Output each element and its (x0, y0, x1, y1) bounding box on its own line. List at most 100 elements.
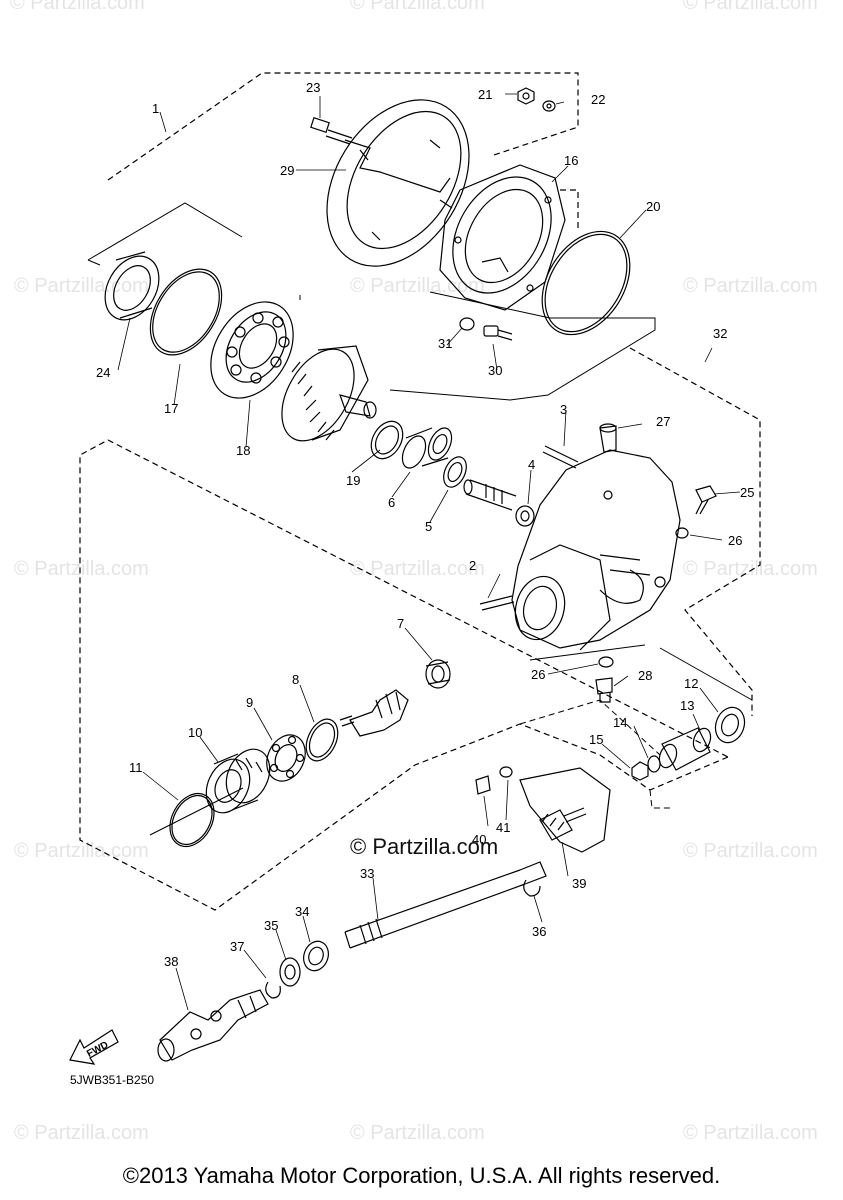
part-label: 15 (589, 732, 603, 747)
watermark: © Partzilla.com (350, 558, 485, 580)
watermark: © Partzilla.com (350, 1122, 485, 1144)
pinion-gear-part (339, 689, 409, 737)
watermark: © Partzilla.com (14, 840, 149, 862)
needle-bearing-part (401, 427, 453, 469)
washer-part (647, 755, 661, 773)
o-ring-part (171, 794, 213, 846)
part-label: 22 (591, 92, 605, 107)
part-label: 16 (564, 153, 578, 168)
part-label: 1 (152, 101, 159, 116)
watermark: © Partzilla.com (683, 0, 818, 14)
watermark: © Partzilla.com (683, 275, 818, 297)
shim-part (370, 420, 404, 460)
collar-part (515, 505, 535, 527)
part-label: 6 (388, 495, 395, 510)
forward-arrow-icon: FWD (69, 1029, 119, 1065)
part-label: 26 (531, 667, 545, 682)
watermark: © Partzilla.com (10, 0, 145, 14)
subassembly-outline (149, 644, 753, 836)
part-label: 30 (488, 363, 502, 378)
watermark: © Partzilla.com (14, 558, 149, 580)
part-label: 13 (680, 698, 694, 713)
stud-bolt-part (479, 595, 515, 611)
nut-part (517, 87, 535, 105)
part-label: 12 (684, 676, 698, 691)
part-label: 18 (236, 443, 250, 458)
part-label: 3 (560, 402, 567, 417)
shim-part (374, 425, 400, 455)
washer-part (284, 964, 296, 980)
watermark: © Partzilla.com (683, 840, 818, 862)
part-label: 11 (129, 760, 143, 775)
watermark: © Partzilla.com (683, 1122, 818, 1144)
part-label: 5 (425, 519, 432, 534)
housing-plate-part (439, 164, 566, 311)
part-label: 23 (306, 80, 320, 95)
part-label: 36 (532, 924, 546, 939)
retainer-part (205, 748, 271, 814)
oil-seal-part (714, 706, 746, 744)
part-label: 4 (528, 457, 535, 472)
watermark: © Partzilla.com (14, 275, 149, 297)
watermark: © Partzilla.com (14, 1122, 149, 1144)
oil-seal-part (104, 251, 160, 321)
washer-part (598, 656, 614, 668)
o-ring-part (541, 230, 631, 336)
watermark: © Partzilla.com (350, 275, 485, 297)
bolt-part (310, 117, 353, 145)
bearing-part (425, 659, 451, 689)
o-ring-part (169, 792, 215, 848)
part-label: 9 (246, 695, 253, 710)
part-label: 35 (264, 918, 278, 933)
part-label: 7 (397, 616, 404, 631)
nut-part (631, 761, 649, 781)
circlip-part (265, 981, 281, 999)
part-label: 25 (740, 485, 754, 500)
part-label: 34 (295, 904, 309, 919)
subassembly-outline (519, 699, 670, 809)
part-label: 29 (280, 163, 294, 178)
damper-part (658, 727, 712, 771)
oil-seal-part (303, 940, 329, 972)
part-label: 14 (613, 715, 627, 730)
shim-part (305, 718, 339, 762)
part-label: 32 (713, 326, 727, 341)
ring-gear-part (281, 345, 377, 442)
bolt-part (475, 775, 491, 795)
washer-part (279, 957, 301, 987)
ball-bearing-part (266, 734, 306, 782)
gear-case-part (511, 449, 681, 651)
center-watermark: © Partzilla.com (350, 834, 499, 859)
assembly-boundary (79, 72, 761, 911)
watermark: © Partzilla.com (683, 558, 818, 580)
watermark: © Partzilla.com (350, 0, 485, 14)
shaft-part (463, 479, 517, 511)
stud-bolt-part (542, 445, 579, 469)
washer-part (675, 527, 689, 539)
part-label: 40 (472, 832, 486, 847)
seal-part (447, 461, 463, 483)
ball-bearing-part (210, 301, 294, 399)
ring-plate-part (326, 99, 470, 267)
washer-part (542, 100, 556, 112)
part-label: 27 (656, 414, 670, 429)
universal-joint-part (157, 989, 269, 1062)
part-label: 24 (96, 365, 110, 380)
leader-lines (117, 93, 741, 1011)
subassembly-outline (87, 202, 656, 401)
part-label: 19 (346, 473, 360, 488)
part-label: 8 (292, 672, 299, 687)
part-label: 2 (469, 558, 476, 573)
part-label: 33 (360, 866, 374, 881)
part-label: 41 (496, 820, 510, 835)
bolt-part (695, 485, 717, 515)
part-label: 10 (188, 725, 202, 740)
o-ring-part (152, 271, 220, 353)
part-label: 17 (164, 401, 178, 416)
fwd-label: FWD (85, 1040, 110, 1060)
pin-part (599, 423, 617, 453)
circlip-part (523, 879, 541, 897)
part-label: 28 (638, 668, 652, 683)
